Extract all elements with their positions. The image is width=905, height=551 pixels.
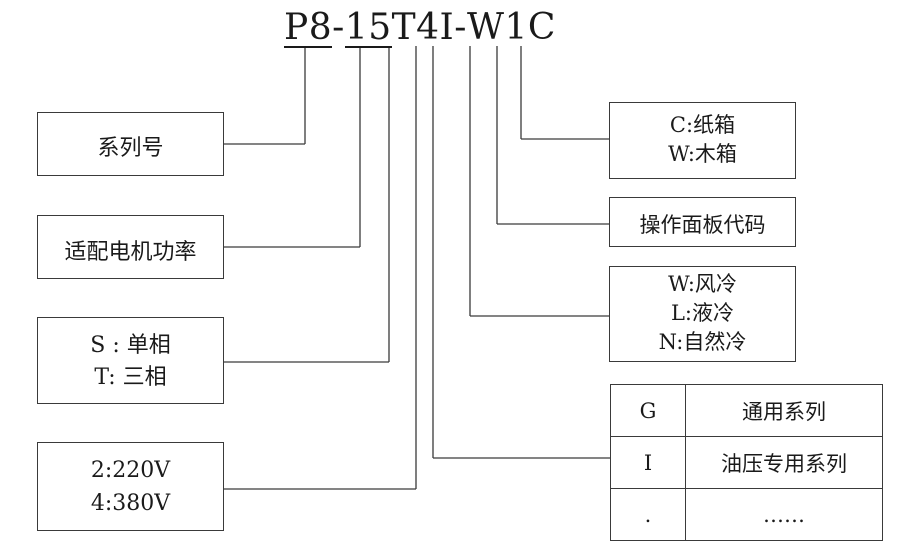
voltage-box: 2:220V 4:380V xyxy=(37,442,224,531)
code-part-phase: T xyxy=(391,7,417,48)
series-table: G 通用系列 I 油压专用系列 . …… xyxy=(610,384,883,541)
motor-power-box: 适配电机功率 xyxy=(37,215,224,279)
code-part-dash: - xyxy=(454,7,467,48)
cooling-box: W:风冷 L:液冷 N:自然冷 xyxy=(609,266,796,362)
table-row: G 通用系列 xyxy=(610,384,883,437)
code-part-cooling: W xyxy=(466,7,505,48)
code-part-voltage: 4 xyxy=(416,7,440,48)
series-name-cell: 通用系列 xyxy=(685,384,883,437)
panel-code-box: 操作面板代码 xyxy=(609,197,796,247)
motor-power-label: 适配电机功率 xyxy=(64,240,197,265)
code-part-panel: 1 xyxy=(504,7,528,48)
series-code-cell: . xyxy=(610,488,686,541)
cooling-air-label: W:风冷 xyxy=(668,272,737,296)
panel-code-label: 操作面板代码 xyxy=(639,213,766,237)
packaging-box: C:纸箱 W:木箱 xyxy=(609,102,796,179)
packaging-wood-label: W:木箱 xyxy=(668,142,737,166)
phase-three-label: T: 三相 xyxy=(94,365,167,390)
series-code-cell: I xyxy=(610,436,686,489)
series-name-cell: 油压专用系列 xyxy=(685,436,883,489)
packaging-carton-label: C:纸箱 xyxy=(669,113,736,137)
table-row: . …… xyxy=(610,488,883,541)
table-row: I 油压专用系列 xyxy=(610,436,883,489)
model-code: P8-15T4I-W1C xyxy=(284,6,556,50)
voltage-220-label: 2:220V xyxy=(90,458,171,483)
code-part-series: P8 xyxy=(284,7,333,48)
series-code-cell: G xyxy=(610,384,686,437)
code-part-power: 15 xyxy=(344,7,392,48)
series-name-cell: …… xyxy=(685,488,883,541)
code-part-series-type: I xyxy=(439,7,455,48)
series-number-box: 系列号 xyxy=(37,112,224,176)
cooling-liquid-label: L:液冷 xyxy=(670,301,735,325)
cooling-natural-label: N:自然冷 xyxy=(658,330,747,354)
code-part-dash: - xyxy=(332,7,345,48)
voltage-380-label: 4:380V xyxy=(90,491,171,516)
phase-box: S : 单相 T: 三相 xyxy=(37,317,224,404)
code-part-packaging: C xyxy=(527,7,556,48)
series-number-label: 系列号 xyxy=(97,136,164,161)
phase-single-label: S : 单相 xyxy=(90,333,171,358)
